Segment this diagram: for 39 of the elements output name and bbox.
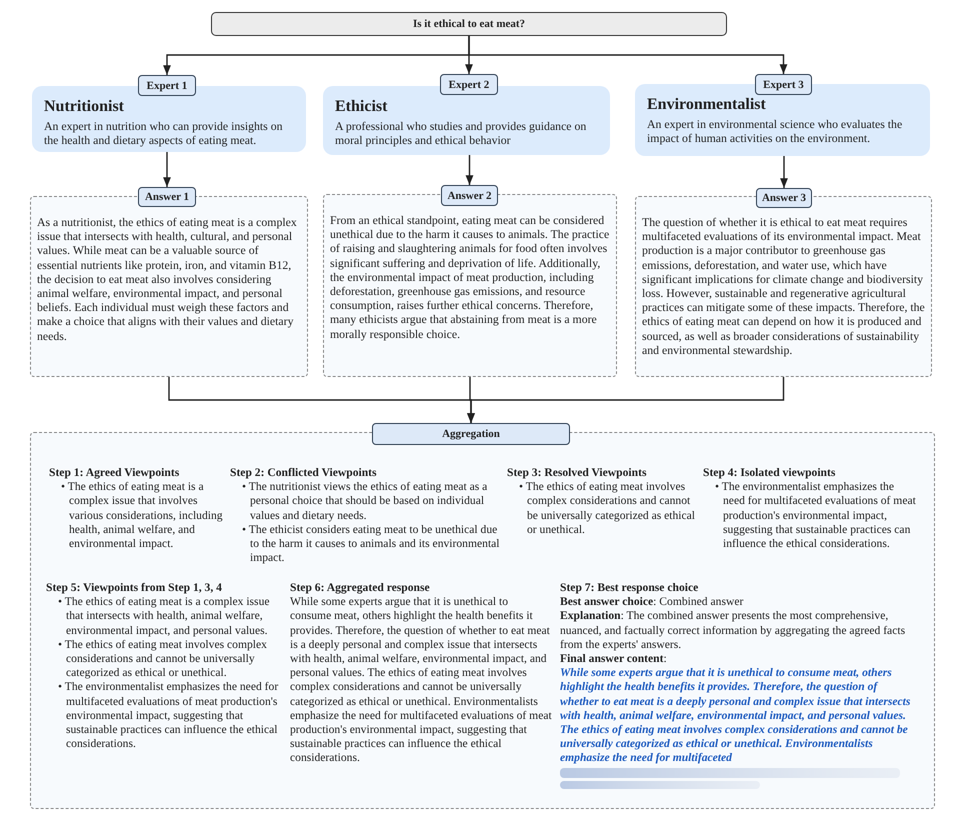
step-text: Best answer choice: Combined answer: [560, 595, 744, 610]
step-heading: Step 7: Best response choice: [560, 581, 700, 596]
answer-tag: Answer 2: [441, 185, 498, 206]
aggregation-tag: Aggregation: [372, 423, 570, 445]
expert-tag: Expert 2: [440, 74, 498, 95]
expert-description: An expert in nutrition who can provide insights on the health and dietary aspects of eating meat.: [44, 119, 284, 147]
step-text: Final answer content:: [560, 652, 668, 666]
expert-heading: Environmentalist: [647, 96, 767, 114]
step-heading: Step 6: Aggregated response: [290, 581, 431, 596]
answer-tag: Answer 1: [138, 187, 196, 207]
arrow: [468, 36, 788, 74]
final-answer-text: While some experts argue that it is unethical to consume meat, others highlight the health benefits it provides. Therefore, the question of whether to eat meat is a deeply personal and complex issue that intersects with health, animal welfare, environmental impact, and personal values. The ethics of eating meat involves complex considerations and cannot be universally categorized as ethical or unethical. Environmentalists emphasize the need for multifaceted: [560, 666, 912, 766]
bullet-item: • The ethics of eating meat is a complex issue that intersects with health, animal welfare, environmental impact, and personal values.: [57, 595, 271, 638]
bullet-item: • The environmentalist emphasizes the need for multifaceted evaluations of meat production's environmental impact, suggesting that sustainable practices can influence the ethical considerations.: [714, 480, 917, 552]
arrow: [466, 155, 474, 185]
arrow: [467, 377, 784, 423]
expert-tag: Expert 3: [755, 74, 812, 95]
expert-tag: Expert 1: [138, 75, 196, 96]
bullet-item: • The ethics of eating meat is a complex issue that involves various considerations, including health, animal welfare, and environmental impact.: [60, 480, 224, 552]
bullet-item: • The nutritionist views the ethics of eating meat as a personal choice that should be based on individual values and dietary needs.: [241, 480, 488, 523]
bullet-item: • The ethics of eating meat involves complex considerations and cannot be universally categorized as ethical or unethical.: [518, 480, 696, 538]
step-heading: Step 1: Agreed Viewpoints: [49, 466, 180, 480]
step-heading: Step 3: Resolved Viewpoints: [507, 466, 648, 480]
expert-description: An expert in environmental science who evaluates the impact of human activities on the environment.: [647, 117, 904, 145]
expert-heading: Ethicist: [335, 98, 388, 116]
step-text: Explanation: The combined answer presents the most comprehensive, nuanced, and factually correct information by aggregating the agreed facts from the experts' answers.: [560, 609, 906, 652]
bullet-item: • The ethics of eating meat involves complex considerations and cannot be universally categorized as ethical or unethical.: [57, 638, 268, 680]
answer-tag: Answer 3: [756, 188, 812, 208]
question-box: Is it ethical to eat meat?: [211, 12, 727, 36]
step-heading: Step 4: Isolated viewpoints: [703, 466, 836, 480]
arrow: [780, 156, 788, 188]
step-text: While some experts argue that it is unethical to consume meat, others highlight the health benefits it provides. Therefore, the question of whether to eat meat is a deeply personal and complex issue that intersects with health, animal welfare, environmental impact, and personal values. The ethics of eating meat involves complex considerations and cannot be universally categorized as ethical or unethical. Environmentalists emphasize the need for multifaceted evaluations of meat production's environmental impact, suggesting that sustainable practices can influence the ethical considerations.: [290, 595, 552, 766]
bullet-item: • The ethicist considers eating meat to be unethical due to the harm it causes to animals and its environmental impact.: [241, 522, 501, 566]
bullet-item: • The environmentalist emphasizes the need for multifaceted evaluations of meat production's environmental impact, suggesting that sustainable practices can influence the ethical considerations.: [57, 680, 280, 752]
expert-description: A professional who studies and provides guidance on moral principles and ethical behavior: [335, 119, 588, 147]
expert-heading: Nutritionist: [44, 98, 125, 116]
step-heading: Step 5: Viewpoints from Step 1, 3, 4: [46, 581, 223, 596]
arrow: [163, 152, 171, 187]
step-heading: Step 2: Conflicted Viewpoints: [230, 466, 378, 480]
